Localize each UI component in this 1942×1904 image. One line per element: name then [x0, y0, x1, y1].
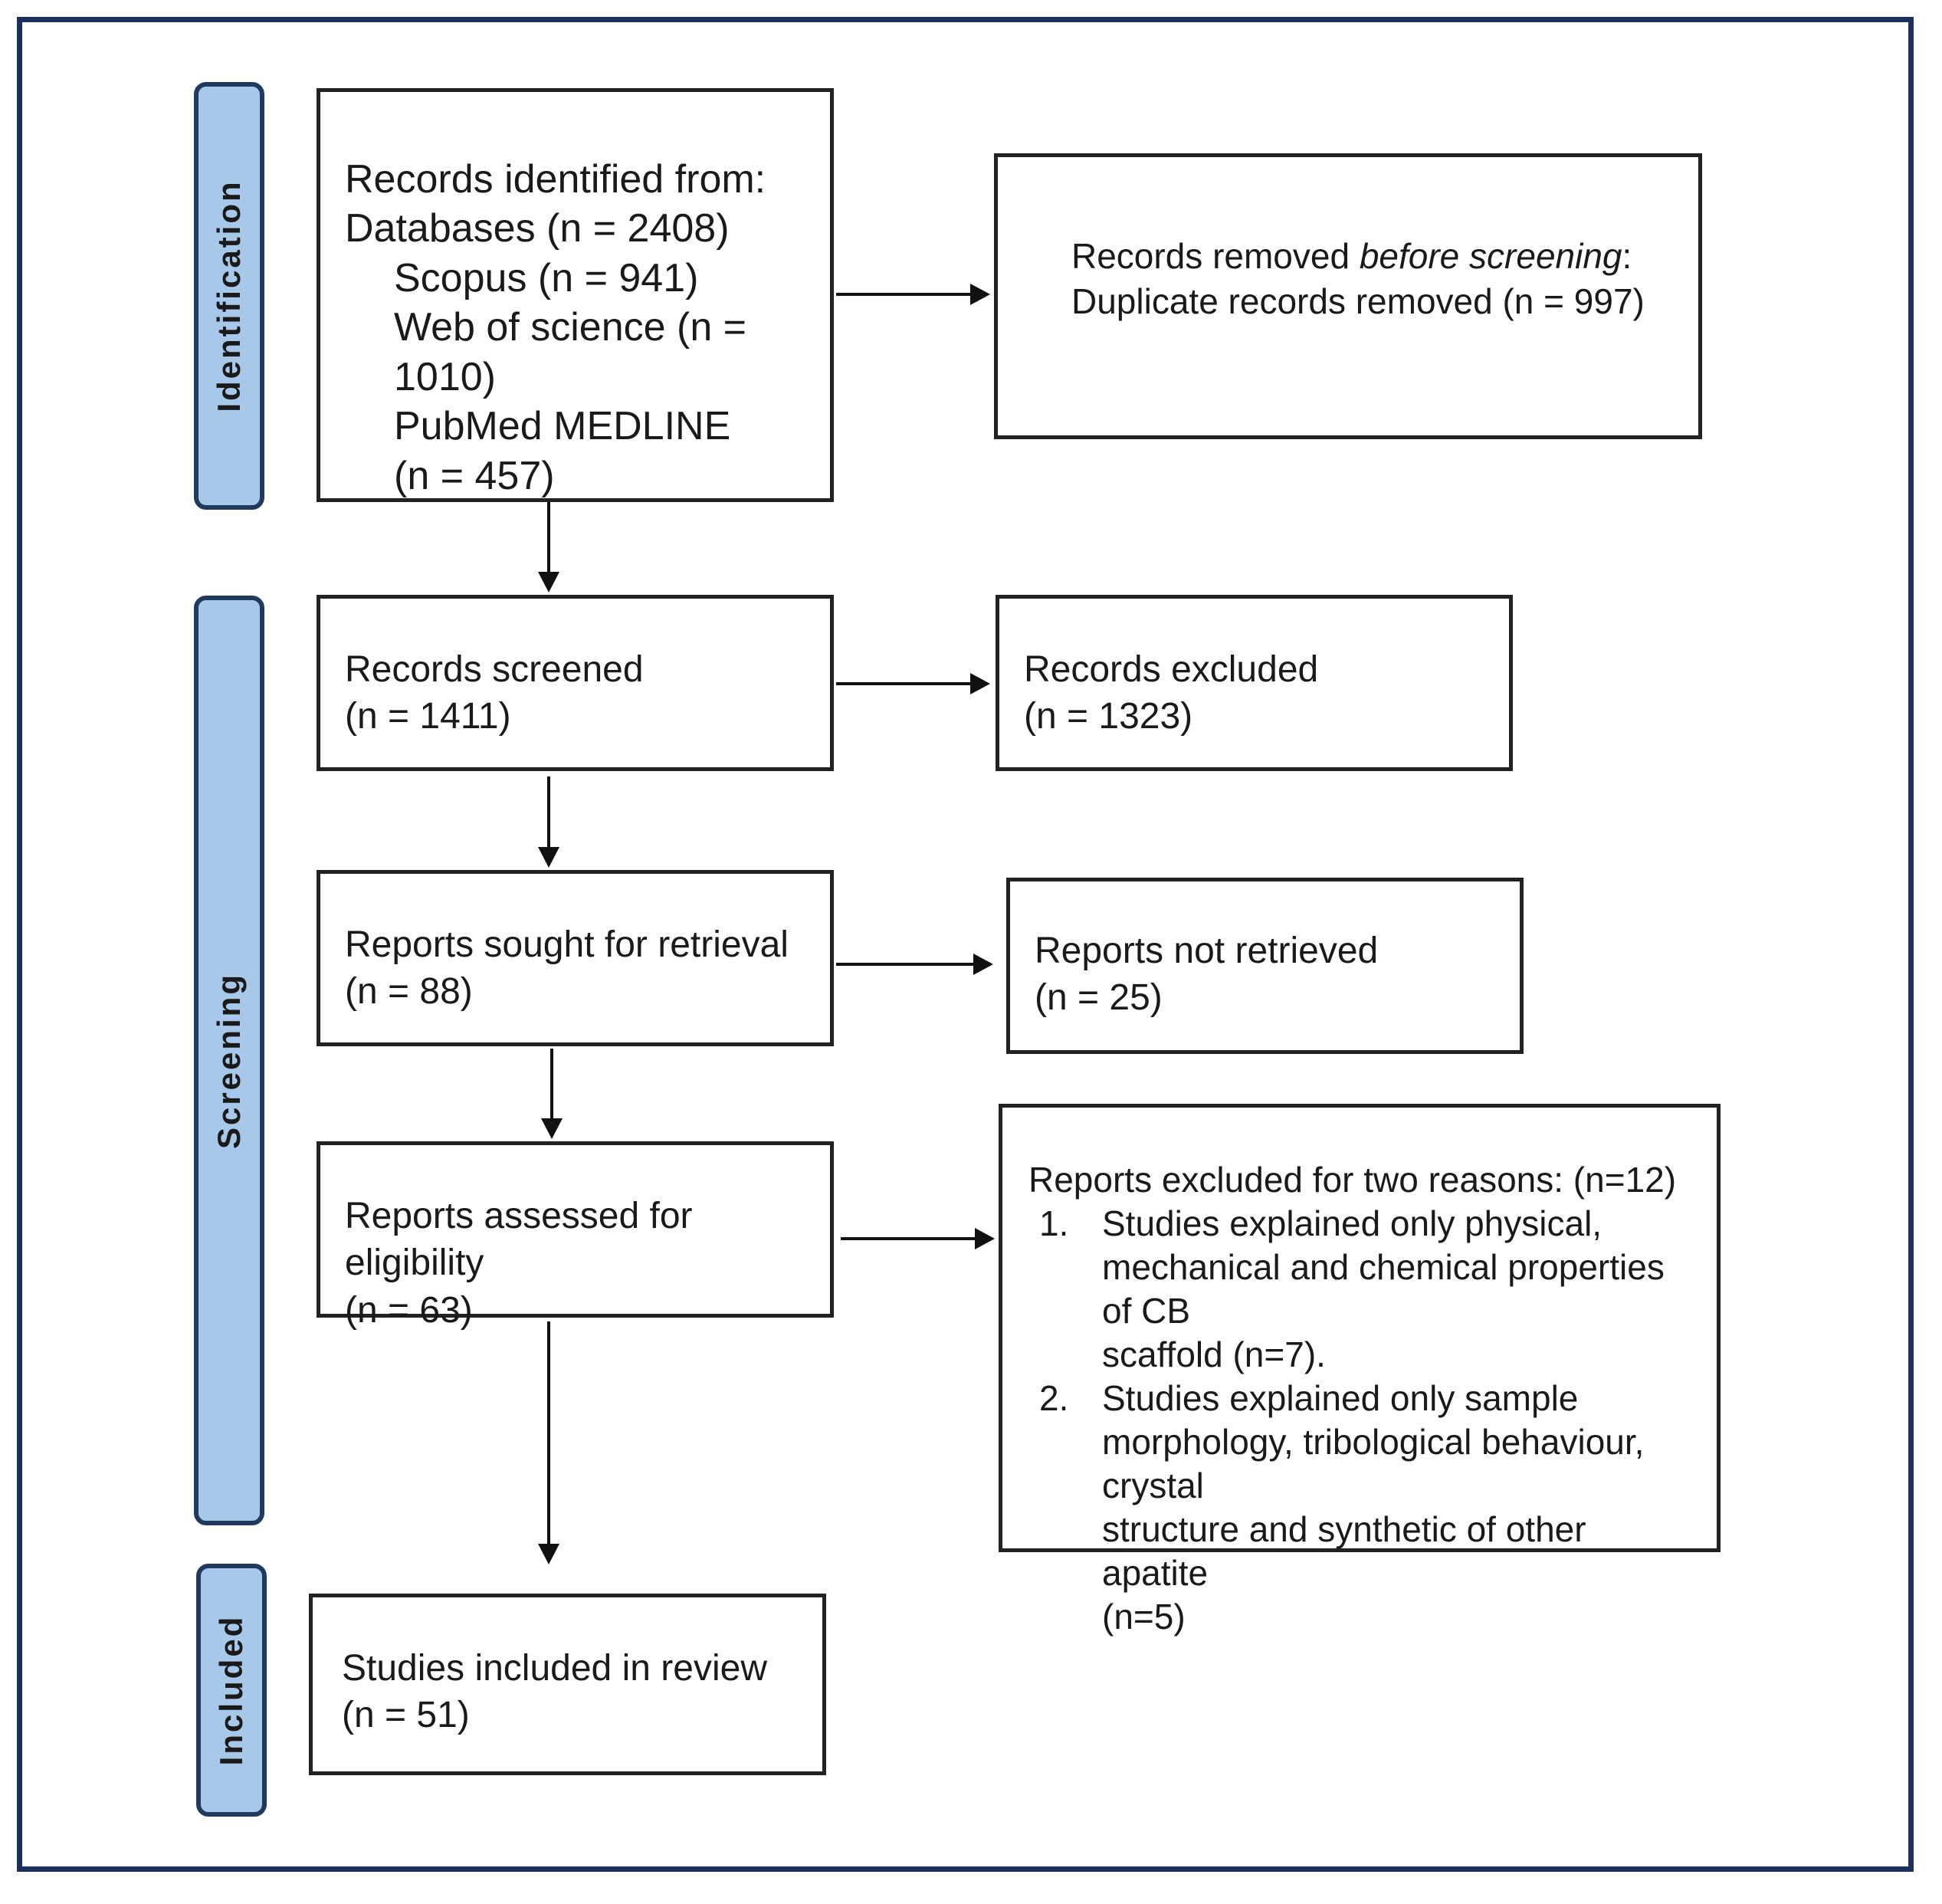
arrowhead	[541, 1118, 563, 1139]
reason-text-line: morphology, tribological behaviour, crys…	[1102, 1422, 1645, 1506]
figure-frame	[17, 17, 1914, 1872]
reports-assessed-box: Reports assessed for eligibility (n = 63…	[317, 1141, 834, 1331]
reports-sought-label: Reports sought for retrieval	[345, 924, 789, 965]
records-screened-count: (n = 1411)	[345, 696, 511, 737]
studies-included-box: Studies included in review (n = 51)	[309, 1594, 826, 1775]
pubmed-label: PubMed MEDLINE	[394, 404, 731, 449]
arrowhead	[970, 284, 990, 305]
databases-count: Databases (n = 2408)	[345, 206, 730, 251]
reason-text-line: structure and synthetic of other apatite	[1102, 1509, 1586, 1594]
records-removed-box: Records removed before screening: Duplic…	[994, 153, 1702, 439]
reports-not-retrieved-box: Reports not retrieved (n = 25)	[1006, 878, 1524, 1054]
reports-excluded-title: Reports excluded for two reasons: (n=12)	[1028, 1160, 1677, 1200]
reason-text-line: (n=5)	[1102, 1597, 1186, 1637]
reports-assessed-count: (n = 63)	[345, 1289, 473, 1331]
reports-not-retrieved-count: (n = 25)	[1035, 977, 1163, 1019]
scopus-count: Scopus (n = 941)	[394, 255, 699, 300]
arrowhead	[975, 1228, 995, 1249]
reason-item: 2. Studies explained only sample morphol…	[1028, 1377, 1698, 1639]
duplicate-records-removed: Duplicate records removed (n = 997)	[1071, 281, 1645, 321]
studies-included-count: (n = 51)	[342, 1695, 470, 1736]
wos-count: Web of science (n = 1010)	[394, 305, 747, 399]
reason-number: 2.	[1039, 1378, 1069, 1419]
phase-screening: Screening	[194, 596, 264, 1525]
records-identified-title: Records identified from:	[345, 157, 766, 202]
arrowhead	[538, 1544, 559, 1564]
reports-assessed-label: Reports assessed for eligibility	[345, 1196, 693, 1284]
reason-number: 1.	[1039, 1203, 1069, 1244]
phase-included: Included	[196, 1564, 267, 1817]
arrowhead	[970, 673, 990, 694]
records-identified-box: Records identified from: Databases (n = …	[317, 88, 834, 502]
reports-sought-count: (n = 88)	[345, 971, 473, 1013]
reason-text-line: Studies explained only physical,	[1102, 1203, 1602, 1244]
studies-included-label: Studies included in review	[342, 1648, 767, 1689]
reports-excluded-reasons-box: Reports excluded for two reasons: (n=12)…	[999, 1104, 1721, 1636]
reason-text-line: mechanical and chemical properties of CB	[1102, 1247, 1665, 1331]
arrowhead	[538, 847, 559, 868]
records-screened-label: Records screened	[345, 649, 644, 690]
arrowhead	[973, 954, 993, 975]
reports-not-retrieved-label: Reports not retrieved	[1035, 931, 1379, 971]
reason-text-line: scaffold (n=7).	[1102, 1334, 1326, 1375]
phase-identification: Identification	[194, 82, 264, 510]
records-excluded-count: (n = 1323)	[1024, 696, 1193, 737]
records-excluded-box: Records excluded (n = 1323)	[996, 595, 1513, 771]
pubmed-count: (n = 457)	[394, 453, 555, 498]
reports-sought-box: Reports sought for retrieval (n = 88)	[317, 870, 834, 1046]
records-screened-box: Records screened (n = 1411)	[317, 595, 834, 771]
arrowhead	[538, 572, 559, 593]
records-excluded-label: Records excluded	[1024, 649, 1319, 690]
reason-item: 1. Studies explained only physical, mech…	[1028, 1202, 1698, 1377]
records-removed-line1: Records removed before screening:	[1071, 236, 1632, 276]
reason-text-line: Studies explained only sample	[1102, 1378, 1579, 1419]
